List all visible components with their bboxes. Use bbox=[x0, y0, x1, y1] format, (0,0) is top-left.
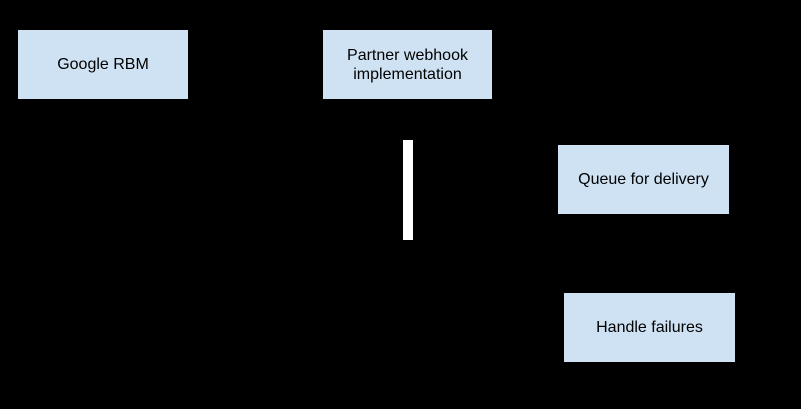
node-google-rbm-label: Google RBM bbox=[57, 56, 149, 73]
node-queue-for-delivery[interactable]: Queue for delivery bbox=[558, 145, 729, 214]
node-handle-failures-label: Handle failures bbox=[596, 319, 703, 336]
node-partner-webhook-implementation[interactable]: Partner webhook implementation bbox=[323, 30, 492, 99]
node-handle-failures[interactable]: Handle failures bbox=[564, 293, 735, 362]
vertical-connector-line bbox=[403, 140, 413, 240]
node-google-rbm[interactable]: Google RBM bbox=[18, 30, 188, 99]
node-queue-for-delivery-label: Queue for delivery bbox=[578, 171, 709, 188]
node-partner-webhook-implementation-label: Partner webhook implementation bbox=[347, 46, 468, 83]
